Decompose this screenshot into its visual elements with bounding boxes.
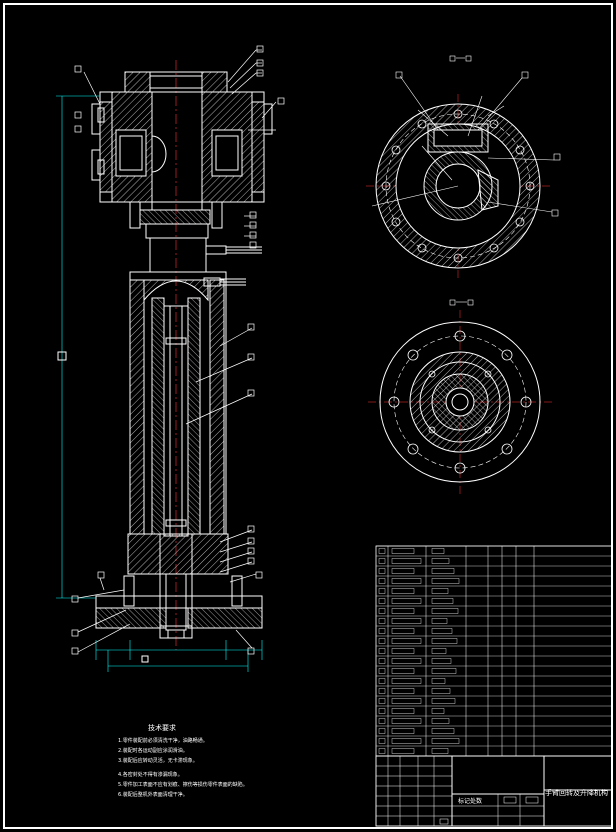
parts-list-material-box bbox=[431, 638, 458, 644]
title-block-drawing-name: 手臂回转及升降机构 bbox=[545, 788, 608, 797]
parts-list-index-box bbox=[378, 688, 386, 694]
parts-list-name-box bbox=[391, 578, 422, 584]
parts-list-name-box bbox=[391, 588, 415, 594]
parts-list-material-box bbox=[431, 728, 455, 734]
parts-list-material-box bbox=[431, 578, 460, 584]
parts-list-name-box bbox=[391, 668, 415, 674]
parts-list-index-box bbox=[378, 638, 386, 644]
parts-list-index-box bbox=[378, 628, 386, 634]
tech-requirement-item: 1.零件装配前必须清洗干净，油路畅通。 bbox=[118, 737, 208, 744]
parts-list-material-box bbox=[431, 738, 460, 744]
parts-list-name-box bbox=[391, 608, 415, 614]
parts-list-index-box bbox=[378, 718, 386, 724]
parts-list-name-box bbox=[391, 598, 422, 604]
parts-list-index-box bbox=[378, 598, 386, 604]
parts-list-index-box bbox=[378, 658, 386, 664]
tech-requirements-title: 技术要求 bbox=[148, 723, 176, 732]
parts-list-material-box bbox=[431, 658, 452, 664]
tech-requirement-item: 3.装配后应转动灵活，无卡滞现象。 bbox=[118, 757, 198, 764]
parts-list-name-box bbox=[391, 658, 422, 664]
parts-list-material-box bbox=[431, 618, 448, 624]
main-section-view bbox=[56, 45, 285, 672]
tech-requirement-item: 5.零件加工表面不应有划痕、擦伤等损伤零件表面的缺陷。 bbox=[118, 781, 248, 788]
parts-list-index-box bbox=[378, 578, 386, 584]
parts-list-material-box bbox=[431, 748, 449, 754]
parts-list-name-box bbox=[391, 748, 415, 754]
parts-list-index-box bbox=[378, 608, 386, 614]
parts-list-index-box bbox=[378, 558, 386, 564]
parts-list-index-box bbox=[378, 698, 386, 704]
parts-list-name-box bbox=[391, 558, 422, 564]
parts-list-name-box bbox=[391, 698, 422, 704]
parts-list-name-box bbox=[391, 718, 422, 724]
tech-requirement-item: 4.各密封处不得有渗漏现象。 bbox=[118, 771, 183, 778]
parts-list-material-box bbox=[431, 568, 455, 574]
parts-list-name-box bbox=[391, 678, 422, 684]
parts-list-material-box bbox=[431, 608, 459, 614]
title-block-mark-label: 标记处数 bbox=[458, 797, 482, 805]
parts-list-material-box bbox=[431, 678, 446, 684]
parts-list-material-box bbox=[431, 688, 451, 694]
parts-list-material-box bbox=[431, 548, 445, 554]
parts-list bbox=[375, 545, 613, 757]
parts-list-index-box bbox=[378, 618, 386, 624]
parts-list-material-box bbox=[431, 588, 449, 594]
parts-list-material-box bbox=[431, 718, 450, 724]
parts-list-material-box bbox=[431, 648, 447, 654]
parts-list-material-box bbox=[431, 558, 450, 564]
parts-list-index-box bbox=[378, 678, 386, 684]
parts-list-name-box bbox=[391, 618, 422, 624]
parts-list-index-box bbox=[378, 588, 386, 594]
parts-list-name-box bbox=[391, 548, 415, 554]
sheet-border bbox=[3, 3, 613, 829]
parts-list-material-box bbox=[431, 598, 454, 604]
parts-list-name-box bbox=[391, 568, 415, 574]
parts-list-material-box bbox=[431, 628, 453, 634]
parts-list-index-box bbox=[378, 728, 386, 734]
parts-list-name-box bbox=[391, 708, 415, 714]
parts-list-index-box bbox=[378, 748, 386, 754]
parts-list-name-box bbox=[391, 688, 415, 694]
parts-list-index-box bbox=[378, 708, 386, 714]
parts-list-index-box bbox=[378, 648, 386, 654]
bottom-section-view bbox=[368, 299, 552, 494]
tech-requirement-item: 2.装配时各运动副应涂润滑油。 bbox=[118, 747, 188, 754]
parts-list-material-box bbox=[431, 708, 445, 714]
title-block: 标记处数 手臂回转及升降机构 bbox=[375, 755, 613, 827]
parts-list-index-box bbox=[378, 568, 386, 574]
parts-list-material-box bbox=[431, 668, 457, 674]
parts-list-index-box bbox=[378, 548, 386, 554]
parts-list-name-box bbox=[391, 648, 415, 654]
parts-list-material-box bbox=[431, 698, 456, 704]
parts-list-index-box bbox=[378, 738, 386, 744]
top-section-view bbox=[366, 55, 561, 278]
parts-list-index-box bbox=[378, 668, 386, 674]
tech-requirement-item: 6.装配后整机外表面清理干净。 bbox=[118, 791, 188, 798]
parts-list-name-box bbox=[391, 638, 422, 644]
parts-list-name-box bbox=[391, 628, 415, 634]
parts-list-name-box bbox=[391, 728, 415, 734]
tech-requirements: 技术要求 1.零件装配前必须清洗干净，油路畅通。 2.装配时各运动副应涂润滑油。… bbox=[118, 723, 248, 798]
parts-list-name-box bbox=[391, 738, 422, 744]
